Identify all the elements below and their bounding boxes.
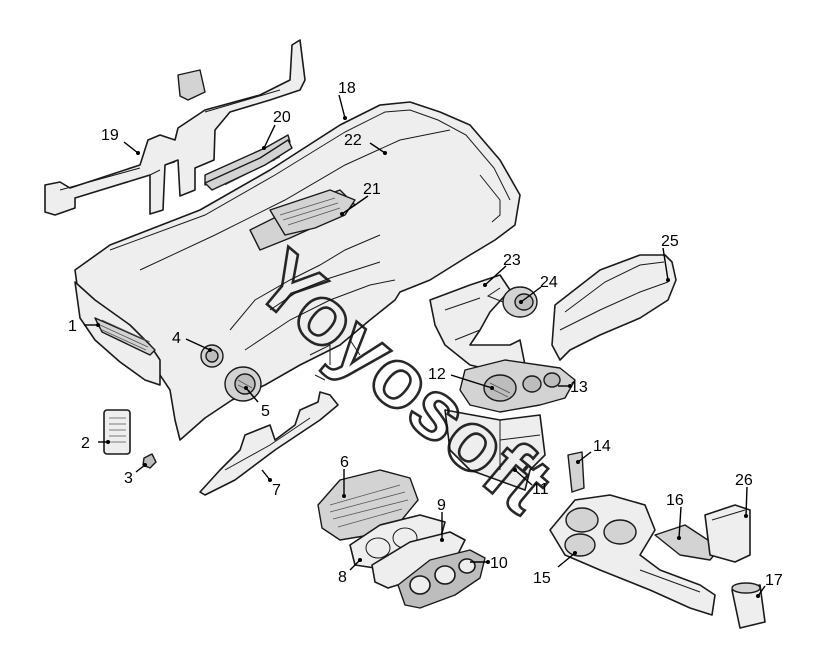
leader-dots	[96, 116, 760, 598]
part-glovebox-lid	[551, 254, 677, 361]
callout-25: 25	[661, 233, 679, 250]
callout-3: 3	[124, 470, 133, 487]
callout-19: 19	[101, 127, 119, 144]
callout-1: 1	[68, 318, 77, 335]
callout-21: 21	[363, 181, 381, 198]
callout-26: 26	[735, 472, 753, 489]
callout-8: 8	[338, 569, 347, 586]
callout-20: 20	[273, 109, 291, 126]
part-small-bracket	[567, 451, 585, 493]
part-heater-controls	[459, 359, 576, 413]
callout-labels: 1 2 3 4 5 6 7 8 9 10 11 12 13 14 15 16 1…	[68, 80, 783, 589]
part-cup-cap	[731, 582, 766, 629]
part-round-vents-left	[200, 344, 262, 402]
callout-9: 9	[437, 497, 446, 514]
part-centre-console	[549, 494, 716, 616]
part-armrest-box	[704, 504, 751, 563]
part-instrument-bezel	[397, 549, 486, 609]
part-side-vent-panel	[74, 281, 161, 386]
callout-16: 16	[666, 492, 684, 509]
callout-2: 2	[81, 435, 90, 452]
part-lower-console-box	[444, 409, 546, 491]
part-support-frame	[44, 39, 306, 216]
callout-14: 14	[593, 438, 611, 455]
callout-13: 13	[570, 379, 588, 396]
callout-15: 15	[533, 570, 551, 587]
part-switch-panel	[103, 409, 131, 455]
callout-10: 10	[490, 555, 508, 572]
part-lower-trim	[199, 391, 339, 496]
callout-6: 6	[340, 454, 349, 471]
callout-7: 7	[272, 482, 281, 499]
callout-12: 12	[428, 366, 446, 383]
callout-17: 17	[765, 572, 783, 589]
part-centre-vent	[269, 189, 356, 236]
callout-23: 23	[503, 252, 521, 269]
callout-24: 24	[540, 274, 558, 291]
callout-18: 18	[338, 80, 356, 97]
callout-5: 5	[261, 403, 270, 420]
callout-22: 22	[344, 132, 362, 149]
callout-4: 4	[172, 330, 181, 347]
part-air-duct	[429, 274, 526, 373]
callout-11: 11	[532, 481, 549, 498]
part-defrost-grille	[204, 139, 293, 191]
